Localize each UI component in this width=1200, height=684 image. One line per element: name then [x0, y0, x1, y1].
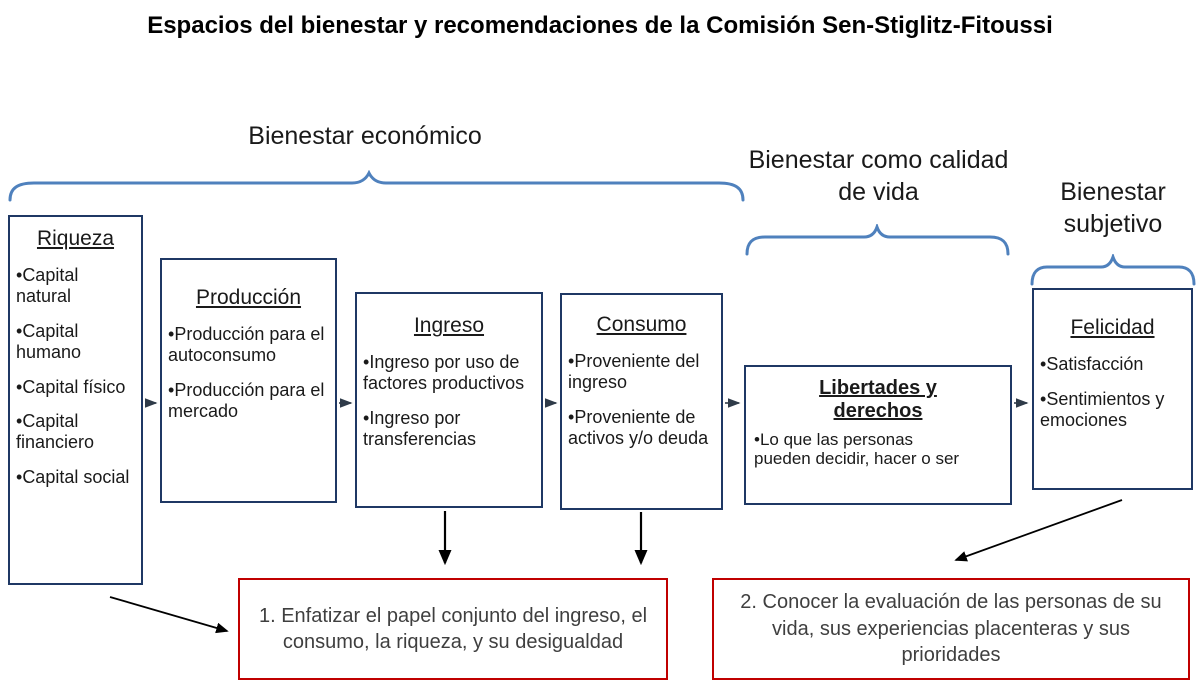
- box-produccion: Producción Producción para el autoconsum…: [160, 258, 337, 503]
- box-produccion-title: Producción: [195, 286, 302, 309]
- recommendation-1-text: 1. Enfatizar el papel conjunto del ingre…: [258, 604, 648, 653]
- bullet-item: Ingreso por transferencias: [363, 408, 535, 450]
- box-libertades-y-derechos: Libertades y derechos Lo que las persona…: [744, 365, 1012, 505]
- box-ingreso: Ingreso Ingreso por uso de factores prod…: [355, 292, 543, 508]
- arrow-felicidad-to-recommendation-2: [954, 499, 1123, 562]
- group-label-bienestar-subjetivo: Bienestar subjetivo: [1060, 178, 1166, 238]
- box-felicidad: Felicidad Satisfacción Sentimientos y em…: [1032, 288, 1193, 490]
- recommendation-box-2: 2. Conocer la evaluación de las personas…: [712, 578, 1190, 680]
- brace-bienestar-subjetivo-icon: [1030, 254, 1196, 286]
- bullet-item: Producción para el mercado: [168, 380, 329, 422]
- group-label-bienestar-economico: Bienestar económico: [248, 122, 482, 150]
- page-title: Espacios del bienestar y recomendaciones…: [147, 12, 1053, 39]
- bullet-item: Capital financiero: [16, 411, 135, 453]
- box-consumo-title: Consumo: [596, 313, 687, 336]
- bullet-item: Ingreso por uso de factores productivos: [363, 352, 535, 394]
- brace-bienestar-economico-icon: [8, 170, 745, 202]
- box-felicidad-title: Felicidad: [1070, 316, 1155, 339]
- arrow-riqueza-to-recommendation-1: [109, 596, 229, 634]
- box-consumo: Consumo Proveniente del ingreso Provenie…: [560, 293, 723, 510]
- recommendation-box-1: 1. Enfatizar el papel conjunto del ingre…: [238, 578, 668, 680]
- box-libertades-title: Libertades y derechos: [819, 377, 937, 422]
- bullet-item: Producción para el autoconsumo: [168, 324, 329, 366]
- bullet-item: Proveniente del ingreso: [568, 351, 715, 393]
- brace-bienestar-calidad-de-vida-icon: [745, 224, 1010, 256]
- bullet-item: Satisfacción: [1040, 354, 1185, 375]
- bullet-item: Capital natural: [16, 265, 135, 307]
- group-label-bienestar-calidad-de-vida: Bienestar como calidad de vida: [748, 146, 1009, 206]
- bullet-item: Capital físico: [16, 377, 135, 398]
- bullet-item: Sentimientos y emociones: [1040, 389, 1185, 431]
- bullet-item: Capital social: [16, 467, 135, 488]
- bullet-item: Lo que las personas pueden decidir, hace…: [754, 430, 966, 468]
- box-riqueza: Riqueza Capital natural Capital humano C…: [8, 215, 143, 585]
- bullet-item: Proveniente de activos y/o deuda: [568, 407, 715, 449]
- bullet-item: Capital humano: [16, 321, 135, 363]
- box-ingreso-title: Ingreso: [413, 314, 485, 337]
- recommendation-2-text: 2. Conocer la evaluación de las personas…: [740, 591, 1162, 667]
- box-riqueza-title: Riqueza: [36, 227, 115, 250]
